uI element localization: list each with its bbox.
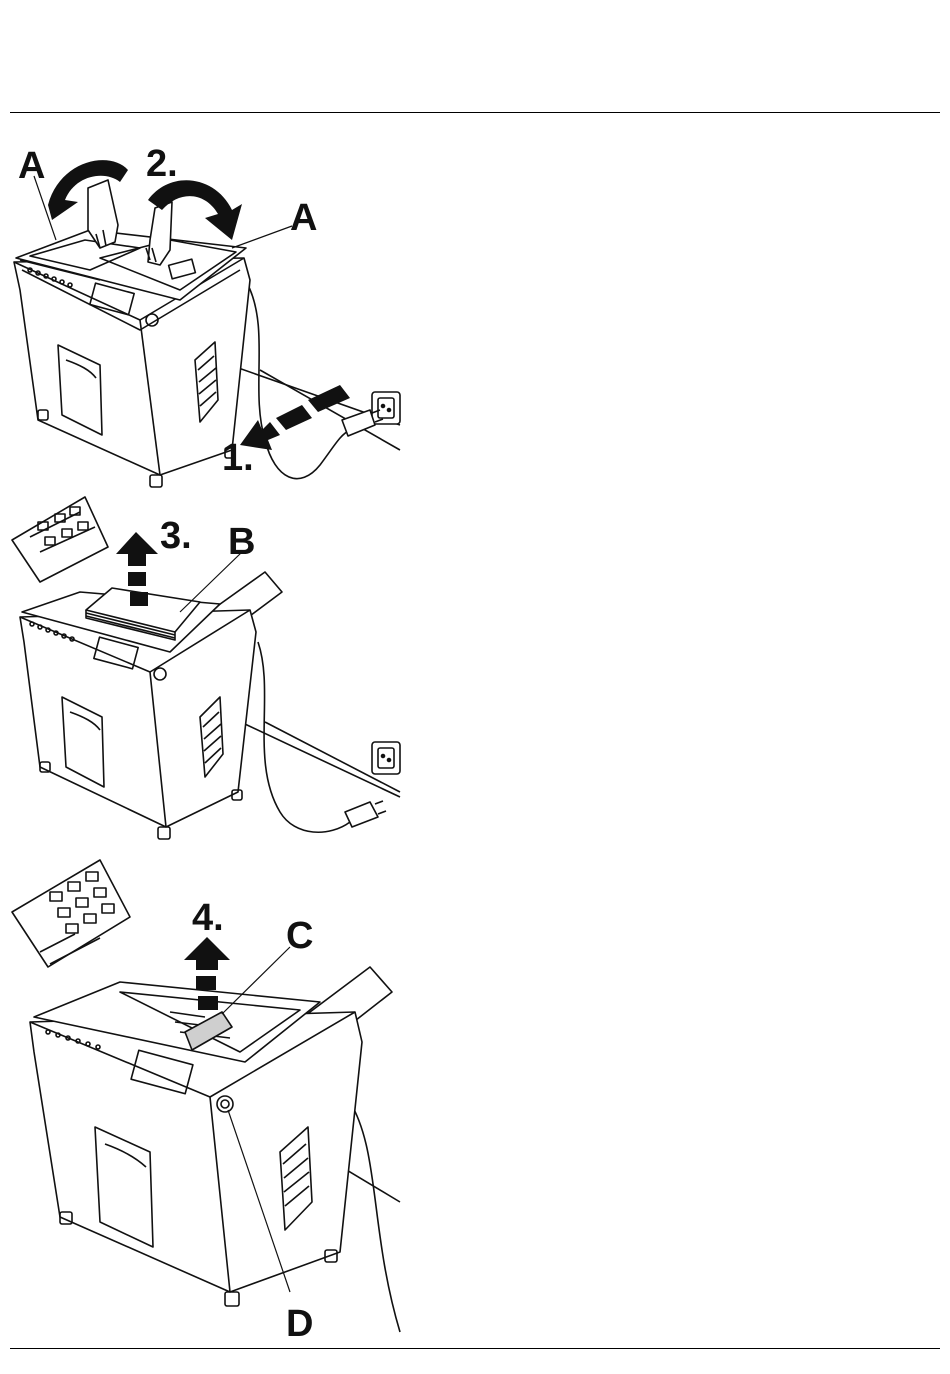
wall-socket-icon [372,392,400,424]
wall-socket-icon [372,742,400,774]
step-3-label: 3. [160,515,192,557]
open-lid [12,497,108,582]
power-cable [350,1102,400,1332]
open-lid [12,860,130,967]
header-rule [10,112,940,113]
step-2-label: 2. [146,143,178,185]
shredder-remove-clip-drawing: 4. C D [0,852,420,1342]
illustration-step-4: 4. C D [0,852,420,1342]
label-d: D [286,1303,313,1342]
label-b: B [228,521,255,563]
label-a-left: A [18,145,45,187]
label-c: C [286,915,313,957]
step-4-label: 4. [192,897,224,939]
footer-rule [10,1348,940,1349]
shredder-unplug-open-lids-drawing: A A 2. 1. [0,130,420,500]
illustration-step-1-2: A A 2. 1. [0,130,420,500]
shredder-body [14,230,250,487]
label-a-right: A [290,197,317,239]
shredder-remove-paper-drawing: 3. B [0,492,420,852]
illustration-step-3: 3. B [0,492,420,852]
step-1-label: 1. [222,437,254,479]
left-hand-icon [88,180,118,248]
unplug-arrow-icon [240,385,350,450]
power-cable [248,285,350,479]
power-plug-icon [345,801,386,827]
